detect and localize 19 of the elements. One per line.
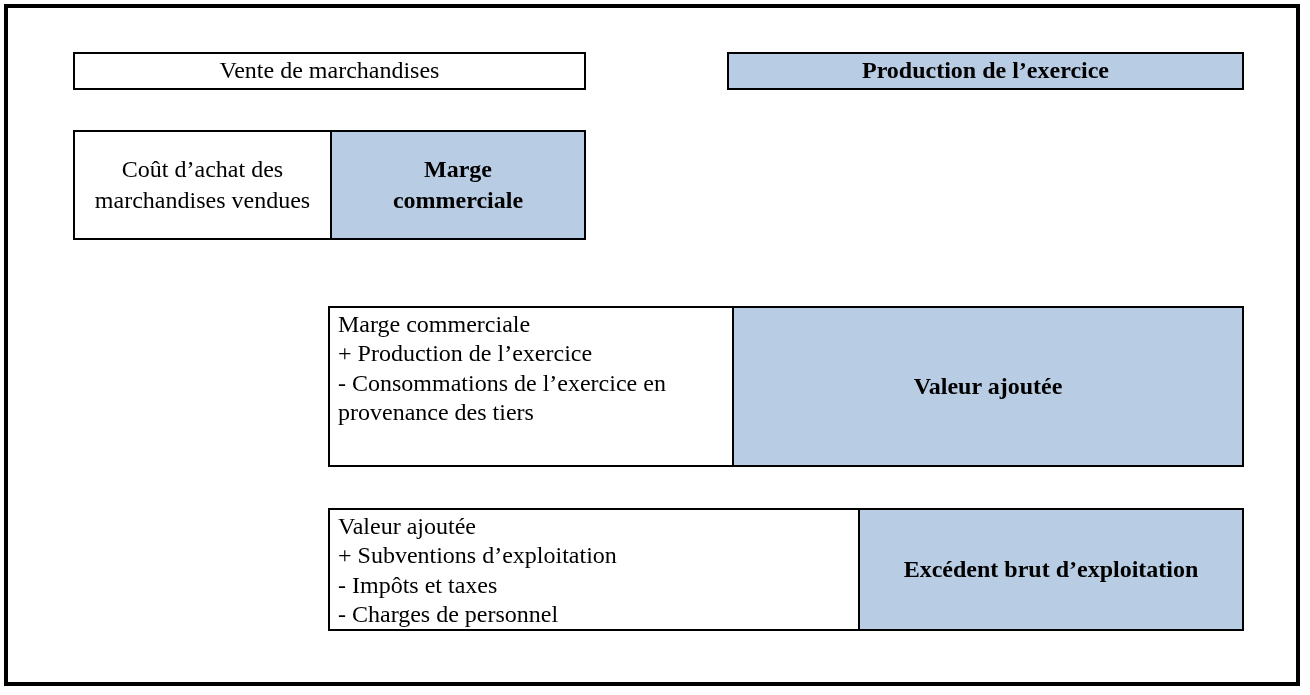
result-label: Valeur ajoutée — [913, 371, 1063, 401]
formula-line: Vente de marchandises — [219, 56, 440, 86]
result-box — [727, 52, 1244, 90]
result-label: Marge commerciale — [391, 154, 525, 215]
calculation-box — [73, 52, 586, 90]
formula-line: - Charges de personnel — [338, 599, 559, 629]
result-box — [858, 508, 1244, 631]
formula-line: Marge commerciale — [338, 310, 531, 339]
result-label: Excédent brut d’exploitation — [903, 554, 1199, 584]
formula-line: + Production de l’exercice — [338, 339, 593, 369]
calculation-box — [328, 508, 860, 631]
formula-line: + Subventions d’exploitation — [338, 541, 617, 571]
result-box — [732, 306, 1244, 467]
result-box — [330, 130, 586, 240]
formula-line: Valeur ajoutée — [338, 512, 476, 541]
formula-line: - Impôts et taxes — [338, 570, 498, 600]
formula-line: - Consommations de l’exercice en provenance des tiers — [338, 368, 667, 427]
result-label: Production de l’exercice — [861, 56, 1109, 86]
formula-line: Coût d’achat des marchandises vendues — [93, 154, 312, 215]
